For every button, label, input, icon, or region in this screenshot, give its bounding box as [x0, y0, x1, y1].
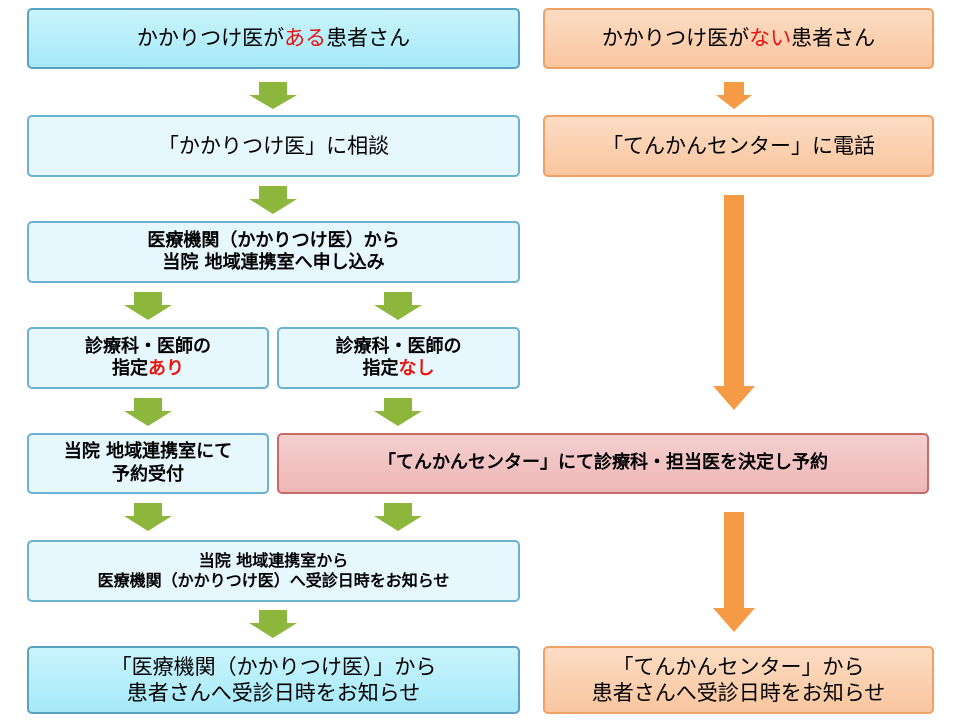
step-call-center: 「てんかんセンター」に電話 — [543, 115, 934, 177]
branch-text: 指定 — [112, 358, 148, 379]
arrow-down-icon — [124, 398, 172, 426]
header-highlight: ない — [749, 26, 792, 51]
arrow-down-icon — [716, 82, 752, 109]
branch-text: 診療科・医師の — [335, 335, 462, 357]
step-apply-label: 医療機関（かかりつけ医）から 当院 地域連携室へ申し込み — [147, 229, 400, 274]
step-notify-hospital: 当院 地域連携室から 医療機関（かかりつけ医）へ受診日時をお知らせ — [27, 540, 520, 602]
arrow-down-icon — [374, 503, 422, 531]
branch-specified-no: 診療科・医師の指定なし — [277, 327, 520, 389]
final-center-notify: 「てんかんセンター」から 患者さんへ受診日時をお知らせ — [543, 646, 934, 714]
arrow-down-icon — [374, 292, 422, 320]
header-no-doctor: かかりつけ医がない患者さん — [543, 8, 934, 69]
branch-highlight: なし — [398, 358, 435, 379]
arrow-down-icon — [374, 398, 422, 426]
header-has-doctor: かかりつけ医がある患者さん — [27, 8, 520, 69]
step-apply: 医療機関（かかりつけ医）から 当院 地域連携室へ申し込み — [27, 221, 520, 283]
header-highlight: ある — [284, 26, 327, 51]
header-has-doctor-label: かかりつけ医がある患者さん — [137, 25, 410, 51]
final-hospital-notify: 「医療機関（かかりつけ医）」から 患者さんへ受診日時をお知らせ — [27, 646, 520, 714]
step-consult-doctor-label: 「かかりつけ医」に相談 — [157, 133, 390, 158]
arrow-down-long-icon — [713, 195, 755, 410]
step-reception: 当院 地域連携室にて 予約受付 — [27, 433, 269, 494]
step-center-decision-label: 「てんかんセンター」にて診療科・担当医を決定し予約 — [378, 452, 828, 474]
final-center-notify-label: 「てんかんセンター」から 患者さんへ受診日時をお知らせ — [591, 654, 886, 705]
header-no-doctor-label: かかりつけ医がない患者さん — [602, 25, 875, 51]
step-center-decision: 「てんかんセンター」にて診療科・担当医を決定し予約 — [277, 433, 929, 494]
branch-specified-yes: 診療科・医師の指定あり — [27, 327, 269, 389]
branch-highlight: あり — [148, 358, 184, 379]
step-consult-doctor: 「かかりつけ医」に相談 — [27, 115, 520, 177]
step-notify-hospital-label: 当院 地域連携室から 医療機関（かかりつけ医）へ受診日時をお知らせ — [97, 551, 450, 590]
branch-text: 指定 — [362, 358, 399, 379]
branch-specified-no-label: 診療科・医師の指定なし — [336, 336, 462, 381]
branch-specified-yes-label: 診療科・医師の指定あり — [85, 336, 211, 381]
arrow-down-icon — [124, 292, 172, 320]
arrow-down-long-icon — [713, 512, 755, 632]
arrow-down-icon — [249, 82, 297, 109]
header-text: 患者さん — [791, 26, 876, 51]
step-call-center-label: 「てんかんセンター」に電話 — [602, 133, 875, 158]
step-reception-label: 当院 地域連携室にて 予約受付 — [63, 441, 233, 485]
header-text: 患者さん — [326, 26, 411, 51]
arrow-down-icon — [124, 503, 172, 531]
final-hospital-notify-label: 「医療機関（かかりつけ医）」から 患者さんへ受診日時をお知らせ — [110, 654, 437, 705]
arrow-down-icon — [249, 610, 297, 638]
arrow-down-icon — [249, 186, 297, 214]
header-text: かかりつけ医が — [601, 26, 750, 51]
header-text: かかりつけ医が — [136, 26, 285, 51]
branch-text: 診療科・医師の — [85, 335, 211, 357]
